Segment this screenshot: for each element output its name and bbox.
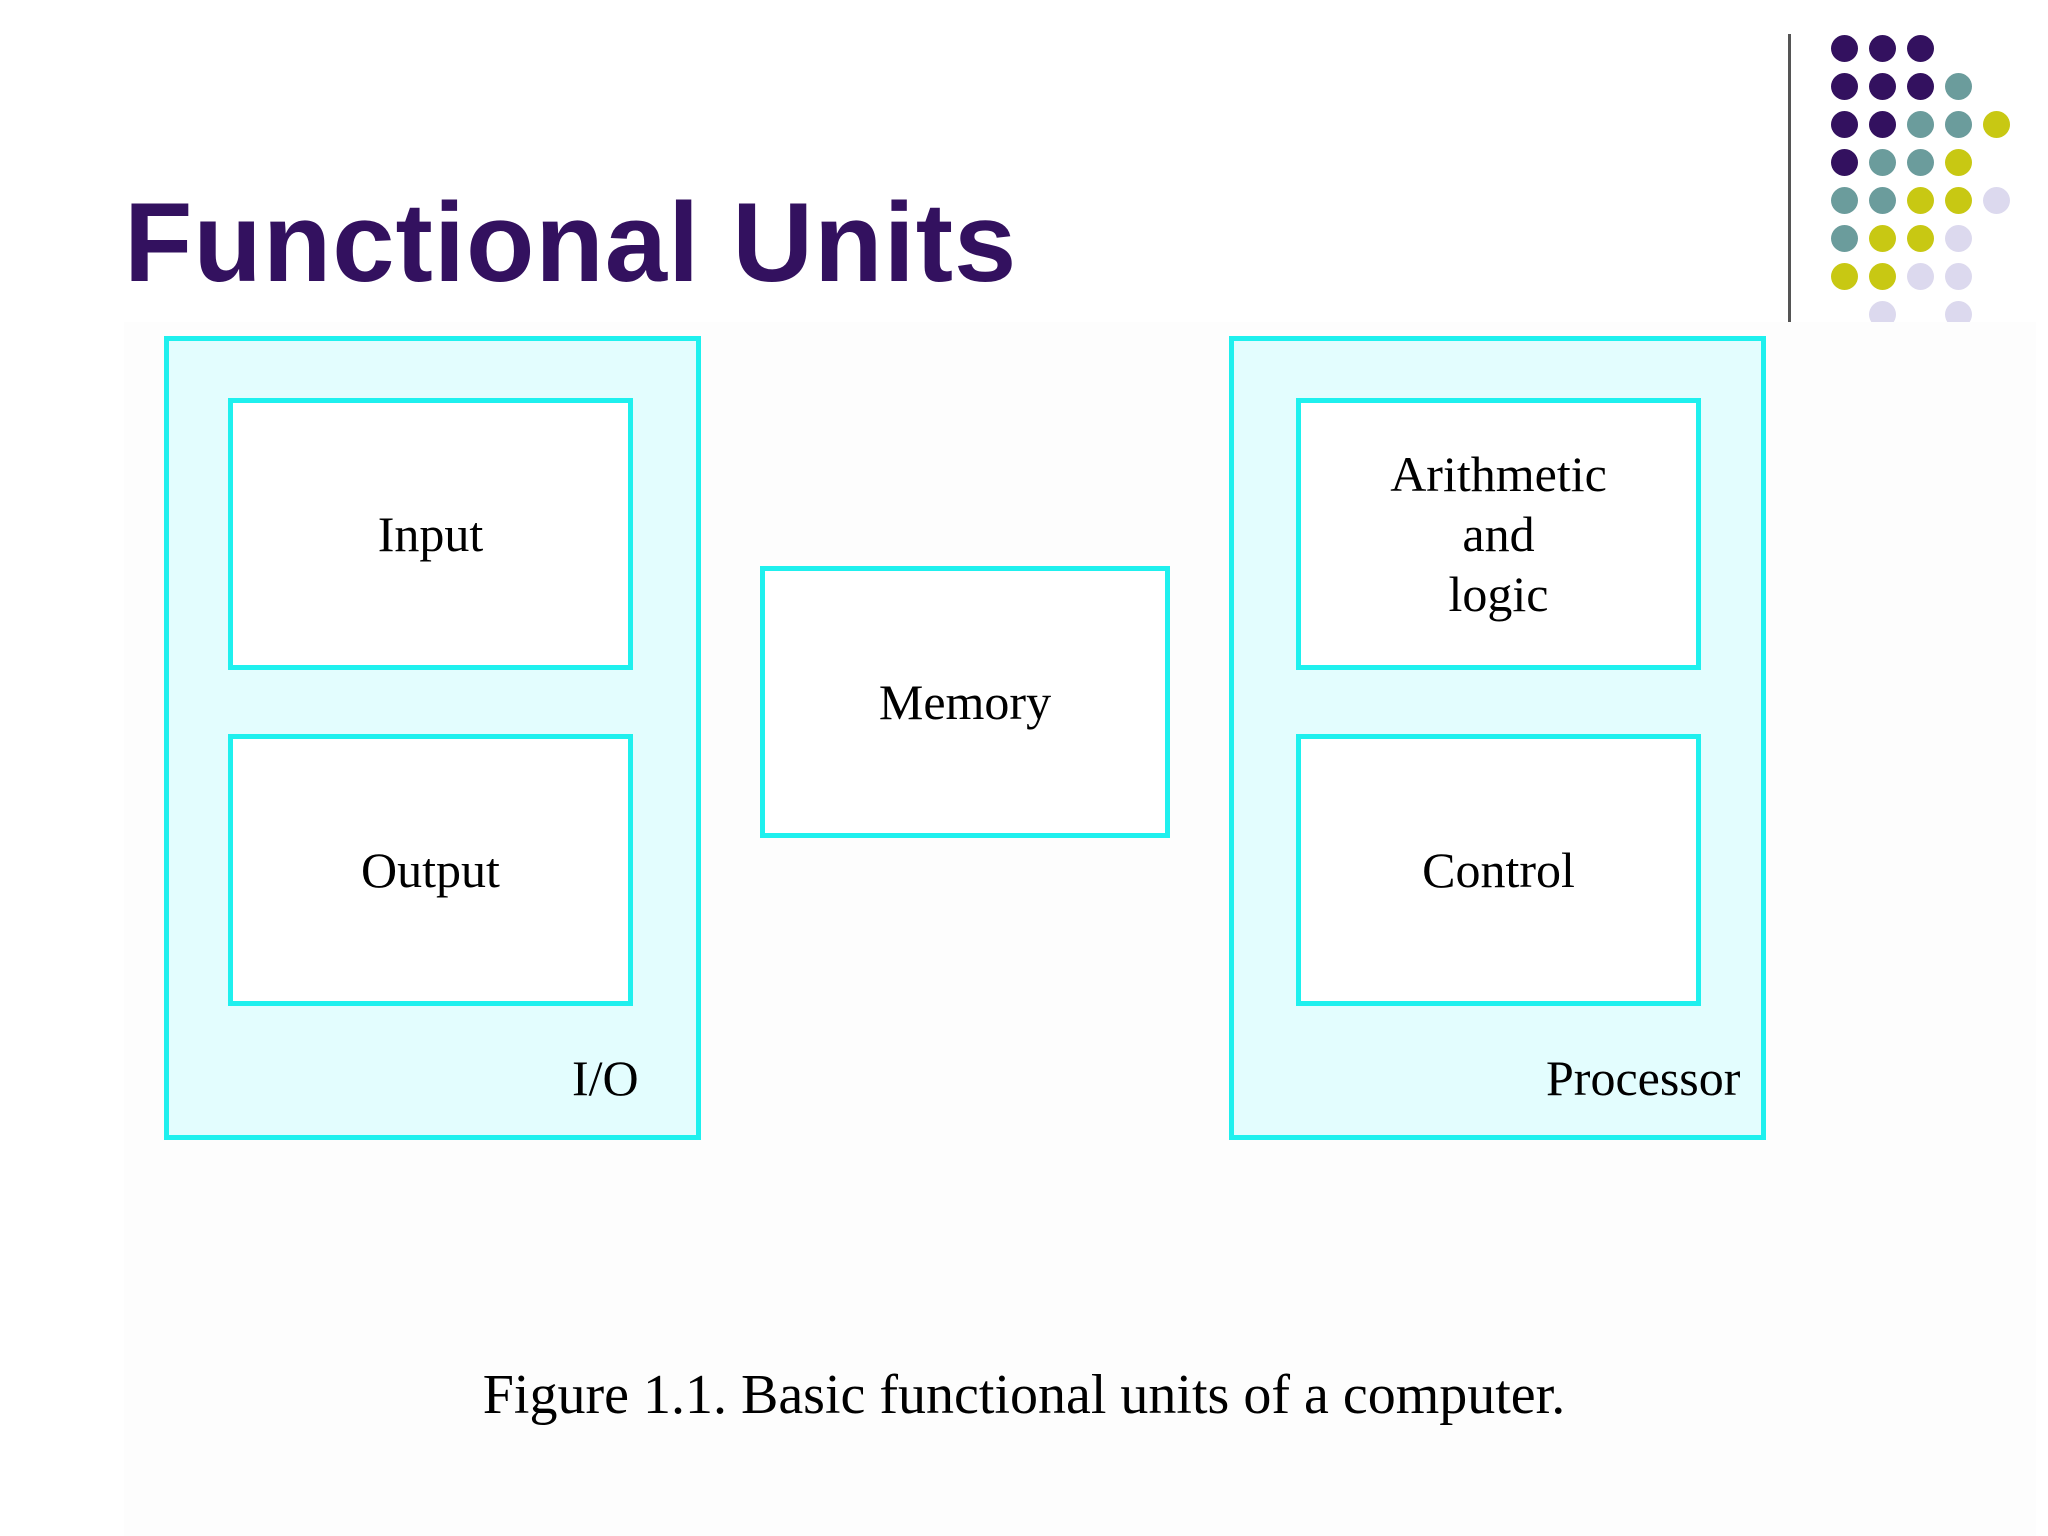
alu-unit-label: Arithmetic and logic: [1390, 446, 1607, 622]
decorative-dot: [1945, 187, 1972, 214]
processor-group-label: Processor: [1546, 1050, 1741, 1106]
decorative-dot: [1869, 263, 1896, 290]
decorative-dot: [1907, 35, 1934, 62]
memory-unit-label: Memory: [878, 674, 1052, 730]
decorative-dot: [1907, 263, 1934, 290]
alu-unit-box: Arithmetic and logic: [1296, 398, 1701, 670]
decorative-dot: [1869, 149, 1896, 176]
decorative-dot: [1831, 263, 1858, 290]
decorative-dot: [1983, 111, 2010, 138]
decorative-dot: [1907, 111, 1934, 138]
decorative-dot: [1831, 35, 1858, 62]
decorative-dot: [1907, 187, 1934, 214]
input-unit-box: Input: [228, 398, 633, 670]
decorative-dot: [1945, 111, 1972, 138]
decorative-dot: [1869, 111, 1896, 138]
decorative-dot: [1869, 187, 1896, 214]
decorative-dot: [1945, 225, 1972, 252]
control-unit-label: Control: [1422, 842, 1575, 898]
decorative-dot: [1831, 149, 1858, 176]
slide-title: Functional Units: [124, 180, 1018, 305]
decorative-dot: [1907, 225, 1934, 252]
decorative-dot: [1869, 35, 1896, 62]
memory-unit-box: Memory: [760, 566, 1170, 838]
decorative-dot: [1869, 225, 1896, 252]
decorative-dot: [1831, 187, 1858, 214]
decorative-dot: [1945, 73, 1972, 100]
input-unit-label: Input: [377, 506, 484, 562]
figure-caption: Figure 1.1. Basic functional units of a …: [482, 1364, 1566, 1426]
decorative-dot: [1907, 73, 1934, 100]
decorative-dot: [1945, 263, 1972, 290]
decorative-dot: [1831, 111, 1858, 138]
decorative-dot: [1907, 149, 1934, 176]
decorative-dot: [1869, 73, 1896, 100]
io-group-label: I/O: [572, 1050, 639, 1106]
output-unit-label: Output: [361, 842, 500, 898]
decorative-dot: [1945, 149, 1972, 176]
output-unit-box: Output: [228, 734, 633, 1006]
decorative-dot: [1831, 73, 1858, 100]
decorative-dot: [1831, 225, 1858, 252]
decorative-dot: [1983, 187, 2010, 214]
accent-divider-line: [1788, 34, 1791, 376]
control-unit-box: Control: [1296, 734, 1701, 1006]
